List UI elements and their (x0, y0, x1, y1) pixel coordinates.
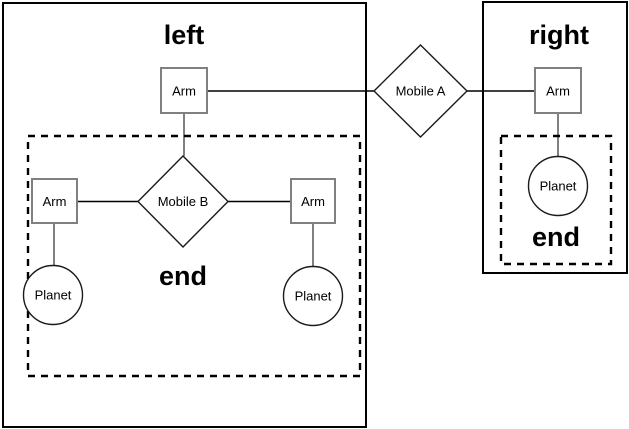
left-top-arm-box (160, 67, 208, 114)
left-planet-right-label: Planet (295, 289, 332, 304)
right-arm-label: Arm (546, 84, 570, 99)
right-end-label: end (532, 222, 580, 252)
left-planet-left-label: Planet (35, 288, 72, 303)
left-planet-left-circle (22, 264, 84, 326)
node-left-inner-arm-left: Arm (31, 178, 78, 224)
left-end-label: end (159, 261, 207, 291)
left-inner-arm-right-box (290, 178, 336, 224)
right-end-frame (499, 134, 613, 266)
node-mobile-a: Mobile A (373, 44, 468, 138)
node-left-top-arm: Arm (160, 67, 208, 114)
right-arm-box (534, 67, 582, 114)
mobile-b-diamond (137, 155, 229, 248)
left-planet-right-circle (282, 265, 344, 327)
right-group-frame (482, 1, 628, 274)
right-planet-label: Planet (540, 179, 577, 194)
node-left-inner-arm-right: Arm (290, 178, 336, 224)
right-group-title: right (529, 20, 589, 50)
left-group-title: left (164, 20, 205, 50)
mobile-b-label: Mobile B (158, 194, 209, 209)
left-inner-arm-right-label: Arm (301, 194, 325, 209)
right-planet-circle (527, 155, 589, 217)
node-right-planet: Planet (527, 155, 589, 217)
node-mobile-b: Mobile B (137, 155, 229, 248)
node-left-planet-left: Planet (22, 264, 84, 326)
mobile-a-diamond (373, 44, 468, 138)
node-left-planet-right: Planet (282, 265, 344, 327)
node-right-arm: Arm (534, 67, 582, 114)
left-top-arm-label: Arm (172, 84, 196, 99)
left-inner-arm-left-label: Arm (43, 194, 67, 209)
mobile-a-label: Mobile A (396, 84, 446, 99)
left-inner-arm-left-box (31, 178, 78, 224)
